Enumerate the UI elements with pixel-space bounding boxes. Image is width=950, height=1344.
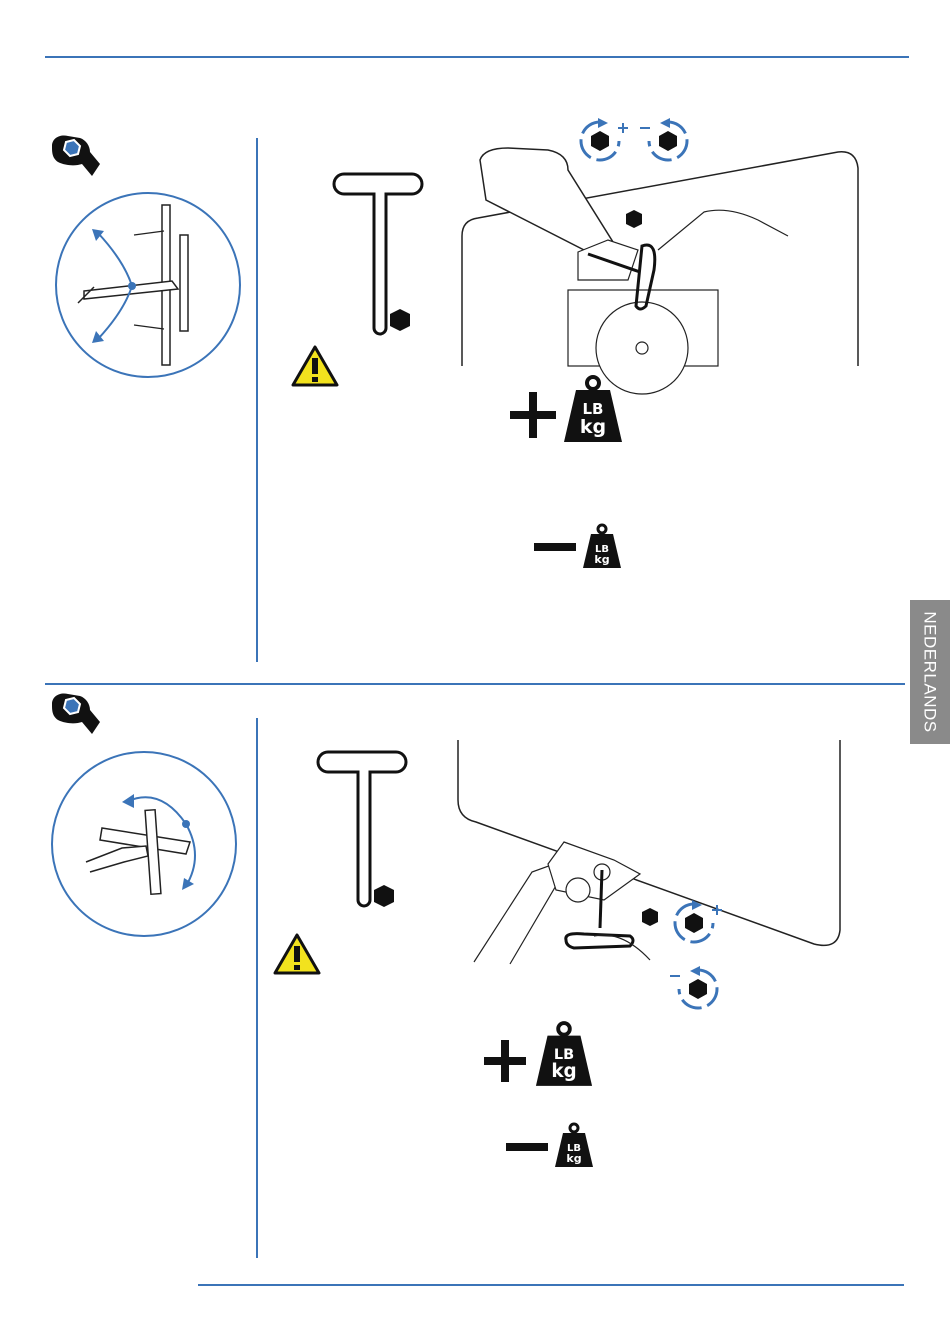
weight-large-icon: LB kg <box>562 374 624 444</box>
section-divider <box>45 683 905 685</box>
weight-small-icon: LB kg <box>554 1122 594 1168</box>
weight-small-icon: LB kg <box>582 523 622 569</box>
rotate-counterclockwise-minus-icon <box>668 966 720 1012</box>
decrease-tension-minus-icon <box>534 542 576 552</box>
weight-small-kg: kg <box>566 1152 581 1165</box>
language-tab[interactable]: NEDERLANDS <box>910 600 950 744</box>
hex-bolt-icon <box>372 884 396 908</box>
weight-small-kg: kg <box>594 553 609 566</box>
weight-large-icon: LB kg <box>534 1020 594 1088</box>
hex-bolt-icon <box>388 308 412 332</box>
monitor-rotation-adjust-illustration <box>454 740 844 970</box>
monitor-rotation-detail-illustration <box>50 750 238 938</box>
section1-column-rule <box>256 138 258 662</box>
increase-tension-plus-icon <box>484 1040 526 1082</box>
increase-tension-plus-icon <box>510 392 556 438</box>
decrease-tension-minus-icon <box>506 1142 548 1152</box>
monitor-tilt-detail-illustration <box>54 191 242 379</box>
monitor-tension-adjust-illustration <box>458 140 868 370</box>
language-tab-label: NEDERLANDS <box>920 611 940 732</box>
weight-large-kg: kg <box>580 416 606 438</box>
rotate-clockwise-plus-icon <box>672 900 724 946</box>
weight-large-kg: kg <box>551 1061 576 1082</box>
header-rule <box>45 56 909 58</box>
footer-rule <box>198 1284 904 1286</box>
warning-triangle-icon <box>290 344 340 388</box>
warning-triangle-icon <box>272 932 322 976</box>
hex-wrench-hand-icon <box>46 134 102 180</box>
section2-column-rule <box>256 718 258 1258</box>
hex-wrench-hand-icon <box>46 692 102 738</box>
